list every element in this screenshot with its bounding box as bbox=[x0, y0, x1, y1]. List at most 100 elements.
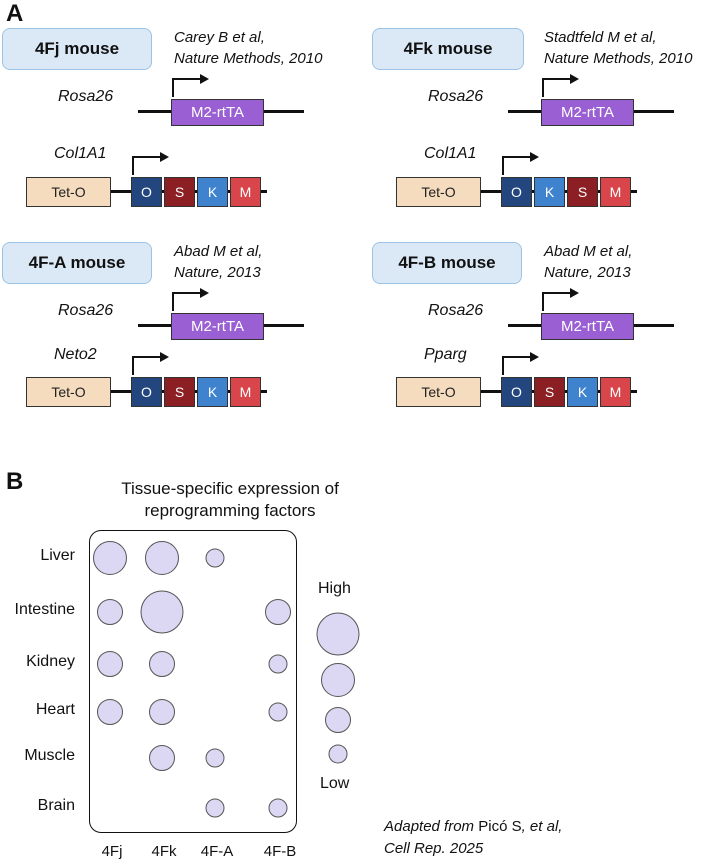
bubble-liver-4fj bbox=[93, 541, 127, 575]
m2-rtta-box-1: M2-rtTA bbox=[541, 99, 634, 126]
rtta-promoter-arrow-0 bbox=[172, 74, 209, 97]
bubble-brain-4f-a bbox=[205, 798, 225, 818]
factor-promoter-arrow-3 bbox=[502, 352, 539, 375]
factor-box-1-0: O bbox=[501, 177, 532, 207]
legend-low-label: Low bbox=[320, 775, 350, 792]
citation-3: Abad M et al, Nature, 2013 bbox=[544, 241, 709, 283]
factor-box-3-2: K bbox=[567, 377, 598, 407]
citation-0: Carey B et al, Nature Methods, 2010 bbox=[174, 27, 374, 69]
citation-line2-0: Nature Methods, 2010 bbox=[174, 50, 323, 67]
tet-o-box-2: Tet-O bbox=[26, 377, 111, 407]
legend-bubble-2 bbox=[325, 707, 351, 733]
tet-o-box-1: Tet-O bbox=[396, 177, 481, 207]
panel-b-title: Tissue-specific expression of reprogramm… bbox=[60, 478, 400, 522]
factor-box-3-3: M bbox=[600, 377, 631, 407]
rosa26-label-2: Rosa26 bbox=[58, 302, 114, 319]
panel-a-letter: A bbox=[6, 0, 24, 27]
bubble-kidney-4fj bbox=[97, 651, 123, 677]
rosa26-label-1: Rosa26 bbox=[428, 88, 484, 105]
factor-box-2-3: M bbox=[230, 377, 261, 407]
bubble-heart-4fk bbox=[149, 699, 175, 725]
row-label-kidney: Kidney bbox=[26, 653, 75, 670]
panel-b-title-line2: reprogramming factors bbox=[144, 501, 316, 520]
bubble-brain-4f-b bbox=[268, 798, 288, 818]
m2-rtta-box-0: M2-rtTA bbox=[171, 99, 264, 126]
panel-b-letter: B bbox=[6, 468, 24, 495]
factor-promoter-arrow-0 bbox=[132, 152, 169, 175]
bubble-liver-4f-a bbox=[205, 548, 225, 568]
factor-box-0-3: M bbox=[230, 177, 261, 207]
bubble-intestine-4f-b bbox=[265, 599, 291, 625]
factor-promoter-arrow-1 bbox=[502, 152, 539, 175]
mouse-name-box-1: 4Fk mouse bbox=[372, 28, 524, 70]
citation-line2-3: Nature, 2013 bbox=[544, 264, 631, 281]
legend-high-label: High bbox=[318, 580, 351, 597]
factor-box-1-1: K bbox=[534, 177, 565, 207]
factor-box-2-0: O bbox=[131, 377, 162, 407]
factor-box-0-2: K bbox=[197, 177, 228, 207]
factor-box-0-0: O bbox=[131, 177, 162, 207]
rtta-promoter-arrow-2 bbox=[172, 288, 209, 311]
row-label-intestine: Intestine bbox=[14, 601, 75, 618]
rtta-promoter-arrow-1 bbox=[542, 74, 579, 97]
col-label-4fk: 4Fk bbox=[151, 843, 177, 860]
citation-line2-1: Nature Methods, 2010 bbox=[544, 50, 693, 67]
bubble-muscle-4f-a bbox=[205, 748, 225, 768]
factor-box-3-1: S bbox=[534, 377, 565, 407]
adapted-journal: Cell Rep. 2025 bbox=[384, 840, 484, 857]
adapted-author: Picó S bbox=[478, 818, 522, 835]
mouse-name-box-2: 4F-A mouse bbox=[2, 242, 152, 284]
locus-label-1: Col1A1 bbox=[424, 145, 477, 162]
tet-o-box-0: Tet-O bbox=[26, 177, 111, 207]
bubble-kidney-4f-b bbox=[268, 654, 288, 674]
row-label-muscle: Muscle bbox=[24, 747, 75, 764]
bubble-intestine-4fj bbox=[97, 599, 123, 625]
factor-box-2-2: K bbox=[197, 377, 228, 407]
row-label-brain: Brain bbox=[37, 797, 75, 814]
citation-line1-0: Carey B et al, bbox=[174, 29, 265, 46]
legend-bubble-0 bbox=[316, 612, 360, 656]
citation-line1-1: Stadtfeld M et al, bbox=[544, 29, 657, 46]
bubble-intestine-4fk bbox=[140, 590, 184, 634]
locus-label-3: Pparg bbox=[424, 346, 467, 363]
col-label-4f-b: 4F-B bbox=[263, 843, 297, 860]
citation-2: Abad M et al, Nature, 2013 bbox=[174, 241, 374, 283]
citation-1: Stadtfeld M et al, Nature Methods, 2010 bbox=[544, 27, 709, 69]
citation-line2-2: Nature, 2013 bbox=[174, 264, 261, 281]
factor-box-2-1: S bbox=[164, 377, 195, 407]
row-label-liver: Liver bbox=[40, 547, 75, 564]
legend-bubble-1 bbox=[321, 663, 355, 697]
m2-rtta-box-3: M2-rtTA bbox=[541, 313, 634, 340]
bubble-muscle-4fk bbox=[149, 745, 175, 771]
locus-label-2: Neto2 bbox=[54, 346, 97, 363]
rosa26-label-3: Rosa26 bbox=[428, 302, 484, 319]
factor-promoter-arrow-2 bbox=[132, 352, 169, 375]
factor-box-0-1: S bbox=[164, 177, 195, 207]
adapted-prefix: Adapted from bbox=[384, 818, 475, 835]
bubble-frame bbox=[89, 530, 297, 833]
rtta-promoter-arrow-3 bbox=[542, 288, 579, 311]
tet-o-box-3: Tet-O bbox=[396, 377, 481, 407]
mouse-name-box-0: 4Fj mouse bbox=[2, 28, 152, 70]
col-label-4f-a: 4F-A bbox=[200, 843, 234, 860]
citation-line1-2: Abad M et al, bbox=[174, 243, 263, 260]
bubble-heart-4fj bbox=[97, 699, 123, 725]
m2-rtta-box-2: M2-rtTA bbox=[171, 313, 264, 340]
panel-b-title-line1: Tissue-specific expression of bbox=[121, 479, 339, 498]
locus-label-0: Col1A1 bbox=[54, 145, 107, 162]
legend-bubble-3 bbox=[328, 744, 348, 764]
bubble-heart-4f-b bbox=[268, 702, 288, 722]
factor-box-1-3: M bbox=[600, 177, 631, 207]
citation-line1-3: Abad M et al, bbox=[544, 243, 633, 260]
bubble-kidney-4fk bbox=[149, 651, 175, 677]
row-label-heart: Heart bbox=[35, 701, 75, 718]
factor-box-3-0: O bbox=[501, 377, 532, 407]
bubble-liver-4fk bbox=[145, 541, 179, 575]
rosa26-label-0: Rosa26 bbox=[58, 88, 114, 105]
adapted-note: Adapted from Picó S, et al, Cell Rep. 20… bbox=[384, 816, 562, 860]
factor-box-1-2: S bbox=[567, 177, 598, 207]
col-label-4fj: 4Fj bbox=[101, 843, 123, 860]
mouse-name-box-3: 4F-B mouse bbox=[372, 242, 522, 284]
adapted-etal: , et al, bbox=[521, 818, 563, 835]
